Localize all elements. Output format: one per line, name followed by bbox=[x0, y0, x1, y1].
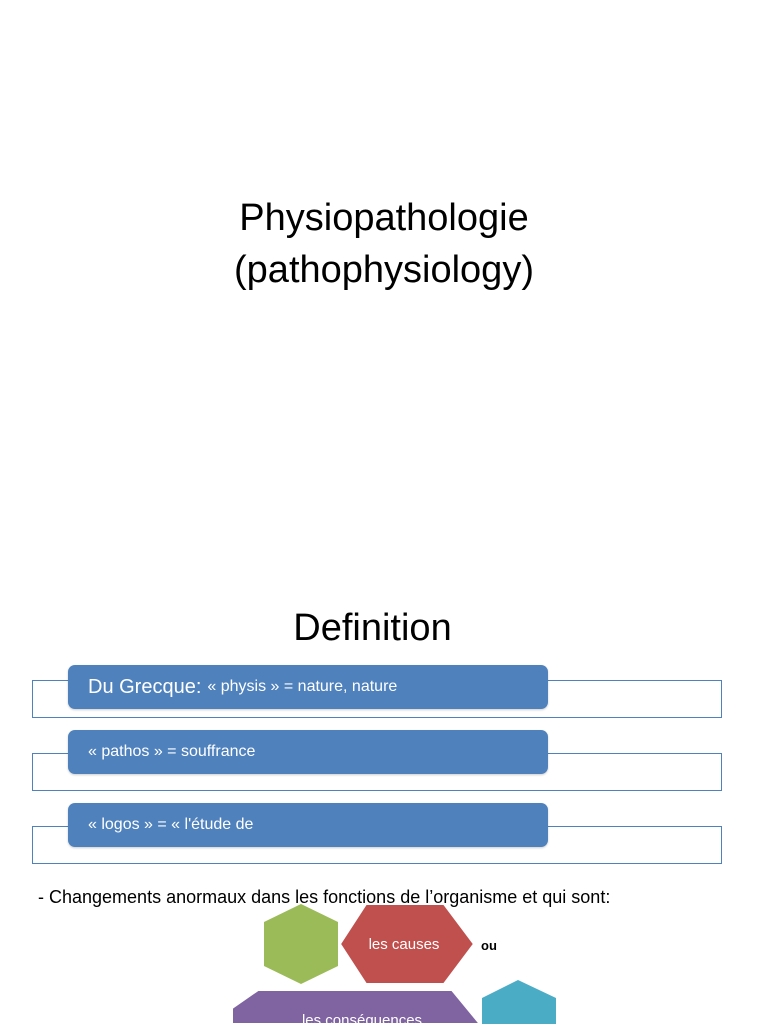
definition-text: « pathos » = souffrance bbox=[88, 743, 256, 760]
definition-text: « physis » = nature, nature bbox=[207, 678, 398, 695]
definition-item-2: « pathos » = souffrance bbox=[68, 730, 548, 774]
or-label: ou bbox=[481, 938, 497, 953]
green-hexagon bbox=[264, 904, 338, 984]
slide-2-title: Definition bbox=[293, 607, 452, 649]
consequences-label: les conséquences bbox=[301, 1012, 423, 1029]
causes-label: les causes bbox=[368, 936, 440, 953]
title-line-1: Physiopathologie bbox=[239, 197, 529, 239]
title-line-2: (pathophysiology) bbox=[234, 249, 534, 291]
teal-hexagon bbox=[482, 980, 556, 1024]
definition-item-3: « logos » = « l'étude de bbox=[68, 803, 548, 847]
purple-hexagon bbox=[231, 989, 482, 1024]
red-hexagon bbox=[338, 903, 476, 985]
definition-item-1: Du Grecque: « physis » = nature, nature bbox=[68, 665, 548, 709]
slide-1-title: Physiopathologie (pathophysiology) bbox=[0, 192, 768, 296]
definition-text: « logos » = « l'étude de bbox=[88, 816, 254, 833]
definition-lead: Du Grecque: bbox=[88, 675, 202, 698]
changes-description: - Changements anormaux dans les fonction… bbox=[38, 887, 611, 907]
